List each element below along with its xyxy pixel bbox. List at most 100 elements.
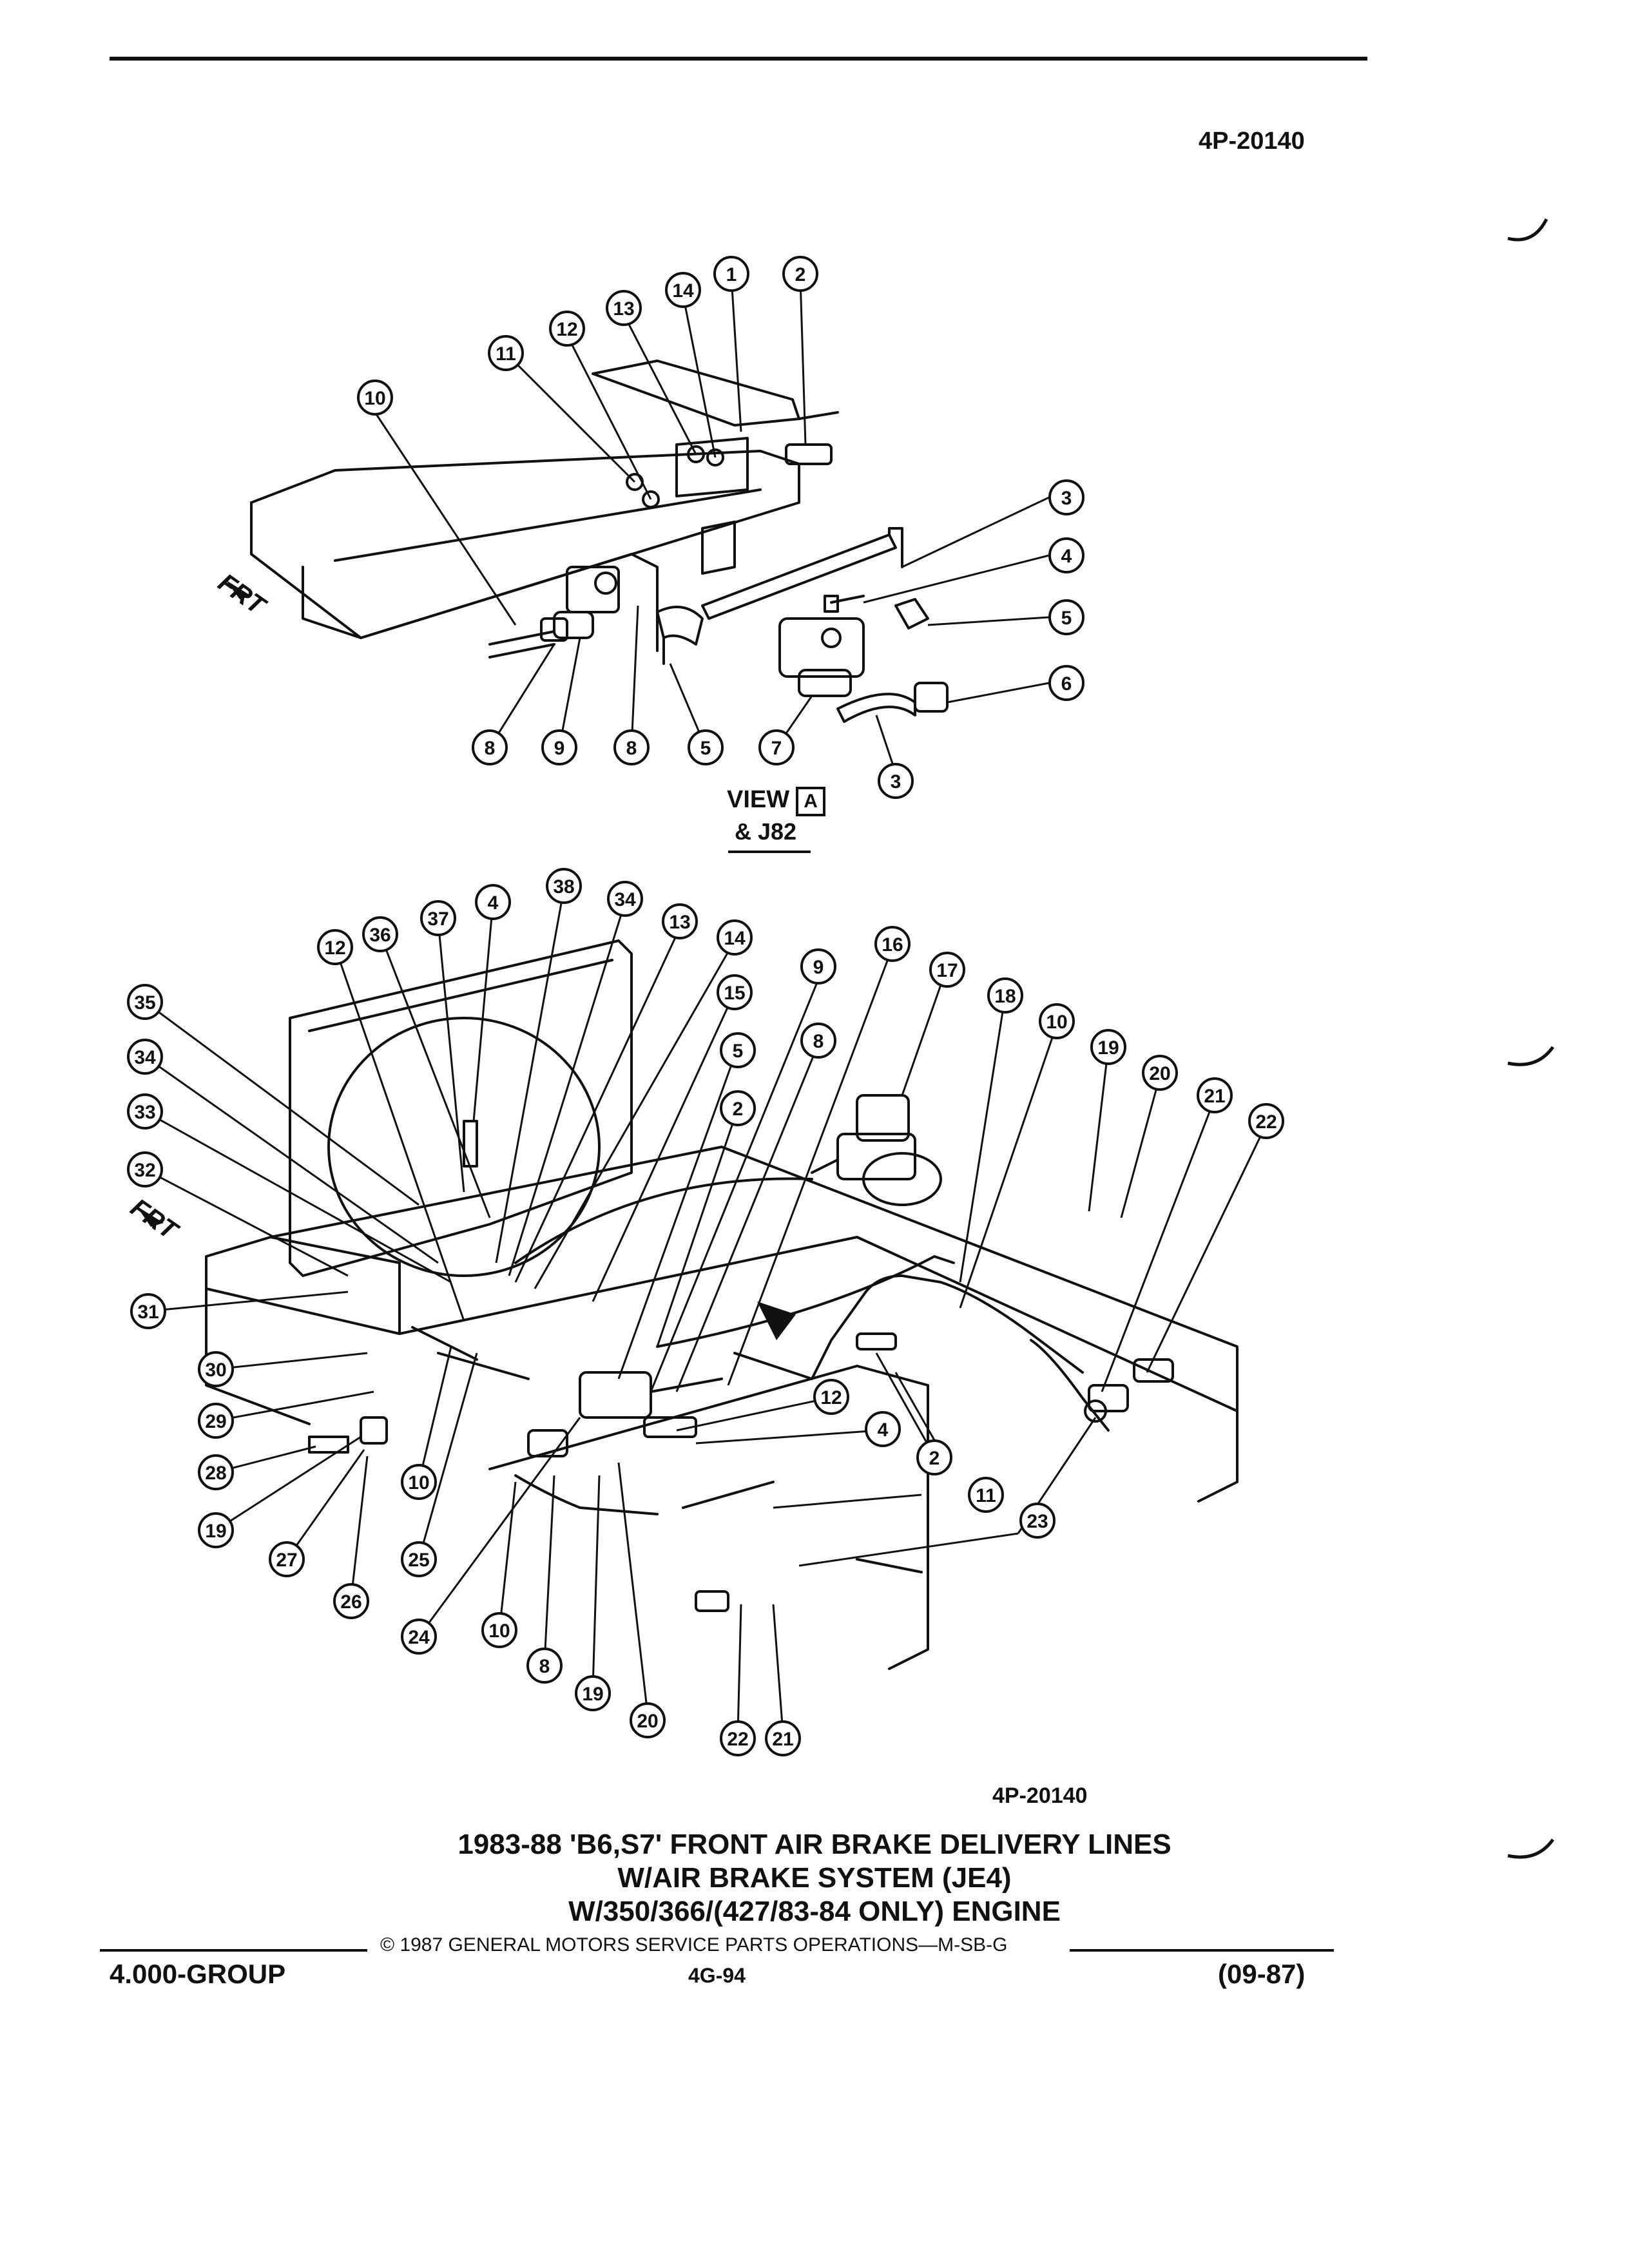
svg-text:34: 34: [134, 1047, 156, 1068]
svg-text:17: 17: [936, 960, 958, 981]
svg-text:1: 1: [726, 264, 737, 285]
callout-1: 1: [713, 256, 749, 292]
footer-rule-left: [100, 1949, 367, 1952]
svg-text:8: 8: [813, 1031, 824, 1052]
svg-text:13: 13: [669, 912, 690, 933]
callout-13: 13: [662, 903, 698, 939]
callout-11: 11: [968, 1477, 1004, 1513]
callout-2b: 2: [720, 1090, 756, 1126]
svg-text:9: 9: [554, 738, 565, 759]
svg-text:4: 4: [488, 892, 499, 914]
svg-text:29: 29: [205, 1411, 226, 1432]
view-label-text: VIEW: [727, 786, 790, 813]
callout-19c: 19: [1090, 1029, 1126, 1065]
frt-arrow-main: [137, 1206, 164, 1227]
callout-3b: 3: [878, 763, 914, 799]
svg-text:22: 22: [1255, 1111, 1277, 1133]
svg-text:9: 9: [813, 957, 824, 978]
callout-19a: 19: [198, 1512, 234, 1548]
callout-22b: 22: [1248, 1103, 1284, 1139]
svg-text:18: 18: [994, 986, 1016, 1007]
svg-text:2: 2: [929, 1448, 940, 1469]
svg-text:27: 27: [276, 1550, 297, 1571]
view-a-arrow: [757, 1302, 796, 1340]
callout-18: 18: [987, 977, 1023, 1014]
callout-23: 23: [1019, 1503, 1055, 1539]
svg-text:26: 26: [340, 1591, 361, 1613]
figure-id-header: 4P-20140: [1199, 128, 1305, 155]
callout-20b: 20: [1142, 1055, 1178, 1091]
callout-8b: 8: [800, 1023, 836, 1059]
callout-8a: 8: [526, 1648, 563, 1684]
svg-text:23: 23: [1027, 1511, 1048, 1532]
callout-22a: 22: [720, 1720, 756, 1756]
svg-text:7: 7: [771, 738, 782, 759]
callout-15: 15: [717, 974, 753, 1010]
svg-text:5: 5: [700, 738, 711, 759]
callout-21a: 21: [765, 1720, 801, 1756]
callout-35: 35: [127, 984, 163, 1020]
svg-text:5: 5: [733, 1041, 744, 1062]
svg-text:4: 4: [878, 1419, 889, 1441]
callout-7: 7: [758, 729, 795, 765]
svg-text:12: 12: [324, 937, 345, 959]
callout-34: 34: [127, 1039, 163, 1075]
callout-5: 5: [720, 1032, 756, 1068]
callout-10: 10: [357, 380, 393, 416]
svg-text:3: 3: [1061, 488, 1072, 509]
callout-28: 28: [198, 1454, 234, 1490]
callout-4b: 4: [475, 884, 511, 920]
callout-31: 31: [130, 1293, 166, 1329]
svg-text:10: 10: [408, 1472, 429, 1494]
group-label: 4.000-GROUP: [110, 1959, 286, 1989]
svg-text:19: 19: [582, 1684, 603, 1705]
frt-arrow-top: [226, 580, 251, 599]
callout-33: 33: [127, 1093, 163, 1129]
callout-37: 37: [420, 900, 456, 936]
svg-text:2: 2: [795, 264, 806, 285]
callout-17: 17: [929, 952, 965, 988]
svg-text:6: 6: [1061, 673, 1072, 695]
callout-14: 14: [665, 272, 701, 308]
callout-10c: 10: [1039, 1003, 1075, 1039]
svg-text:33: 33: [134, 1102, 155, 1123]
callout-2: 2: [782, 256, 818, 292]
svg-text:2: 2: [733, 1099, 744, 1120]
callout-9: 9: [800, 948, 836, 985]
view-sub-label: & J82: [735, 818, 797, 845]
top-rule: [110, 57, 1367, 61]
svg-text:38: 38: [553, 876, 574, 898]
callout-12: 12: [549, 311, 585, 347]
svg-text:11: 11: [976, 1485, 996, 1506]
callout-38: 38: [546, 868, 582, 904]
callout-2a: 2: [916, 1439, 952, 1475]
svg-text:10: 10: [364, 388, 385, 409]
caption-line-2: W/AIR BRAKE SYSTEM (JE4): [617, 1862, 1012, 1894]
callout-3: 3: [1048, 479, 1084, 515]
svg-text:19: 19: [205, 1521, 226, 1542]
callout-8: 8: [472, 729, 508, 765]
svg-text:35: 35: [134, 992, 155, 1014]
callout-36: 36: [362, 916, 398, 952]
callout-21b: 21: [1197, 1077, 1233, 1113]
svg-text:34: 34: [614, 889, 636, 910]
svg-text:8: 8: [626, 738, 637, 759]
page-reference: 4G-94: [688, 1964, 746, 1987]
callout-4a: 4: [865, 1411, 901, 1447]
svg-text:21: 21: [772, 1729, 793, 1750]
date-code: (09-87): [1218, 1959, 1306, 1989]
svg-text:32: 32: [134, 1160, 155, 1181]
callout-29: 29: [198, 1403, 234, 1439]
svg-text:36: 36: [369, 925, 390, 946]
callout-32: 32: [127, 1151, 163, 1187]
svg-text:8: 8: [485, 738, 496, 759]
callout-12a: 12: [813, 1379, 849, 1415]
callout-5: 5: [1048, 599, 1084, 635]
svg-text:15: 15: [724, 983, 745, 1004]
svg-text:25: 25: [408, 1550, 429, 1571]
svg-text:19: 19: [1097, 1037, 1119, 1059]
callout-26: 26: [333, 1583, 369, 1619]
svg-text:21: 21: [1204, 1086, 1225, 1107]
callout-10a: 10: [401, 1464, 437, 1500]
